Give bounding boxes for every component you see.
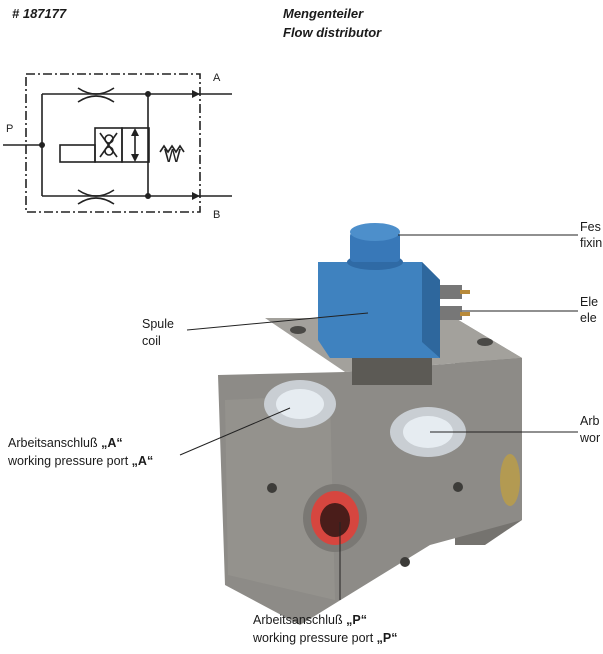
label-port-p-en-text: working pressure port bbox=[253, 631, 377, 645]
label-port-a-en: working pressure port „A“ bbox=[8, 453, 153, 469]
arrow-b-icon bbox=[192, 192, 200, 200]
label-port-a-en-text: working pressure port bbox=[8, 454, 132, 468]
label-fixing-en: fixin bbox=[580, 236, 603, 250]
title-english: Flow distributor bbox=[283, 25, 382, 40]
arrow-a-icon bbox=[192, 90, 200, 98]
label-coil-en: coil bbox=[142, 334, 161, 348]
coil-body bbox=[318, 262, 440, 358]
schematic-port-a-label: A bbox=[213, 72, 221, 84]
label-coil-de: Spule bbox=[142, 317, 174, 331]
schematic-w-label: W bbox=[164, 146, 181, 166]
schematic-port-p-label: P bbox=[6, 123, 13, 135]
label-port-p-de-port: „P“ bbox=[346, 613, 367, 627]
leader-port-a bbox=[179, 407, 291, 456]
fixing-knob bbox=[350, 223, 400, 241]
junction-dot bbox=[39, 142, 45, 148]
label-fixing-de: Fes bbox=[580, 220, 601, 234]
label-port-p-de: Arbeitsanschluß „P“ bbox=[253, 612, 367, 628]
label-port-a-de-text: Arbeitsanschluß bbox=[8, 436, 102, 450]
label-port-p-en-port: „P“ bbox=[376, 631, 398, 645]
label-port-a-en-port: „A“ bbox=[131, 454, 154, 468]
enclosure-border bbox=[25, 73, 201, 213]
label-port-a-de: Arbeitsanschluß „A“ bbox=[8, 435, 123, 451]
label-electrical-de: Ele bbox=[580, 295, 599, 309]
schematic-port-b-label: B bbox=[213, 209, 220, 221]
product-illustration bbox=[218, 223, 522, 625]
title-german: Mengenteiler bbox=[283, 6, 364, 21]
label-port-p-en: working pressure port „P“ bbox=[253, 630, 398, 646]
leader-coil bbox=[186, 312, 369, 331]
label-port-p-de-text: Arbeitsanschluß bbox=[253, 613, 347, 627]
label-port-b-en: wor bbox=[580, 431, 601, 445]
junction-dot bbox=[145, 193, 151, 199]
article-number: # 187177 bbox=[12, 6, 67, 21]
label-electrical-en: ele bbox=[580, 311, 597, 325]
label-port-b-de: Arb bbox=[580, 414, 600, 428]
label-port-a-de-port: „A“ bbox=[101, 436, 123, 450]
junction-dot bbox=[145, 91, 151, 97]
